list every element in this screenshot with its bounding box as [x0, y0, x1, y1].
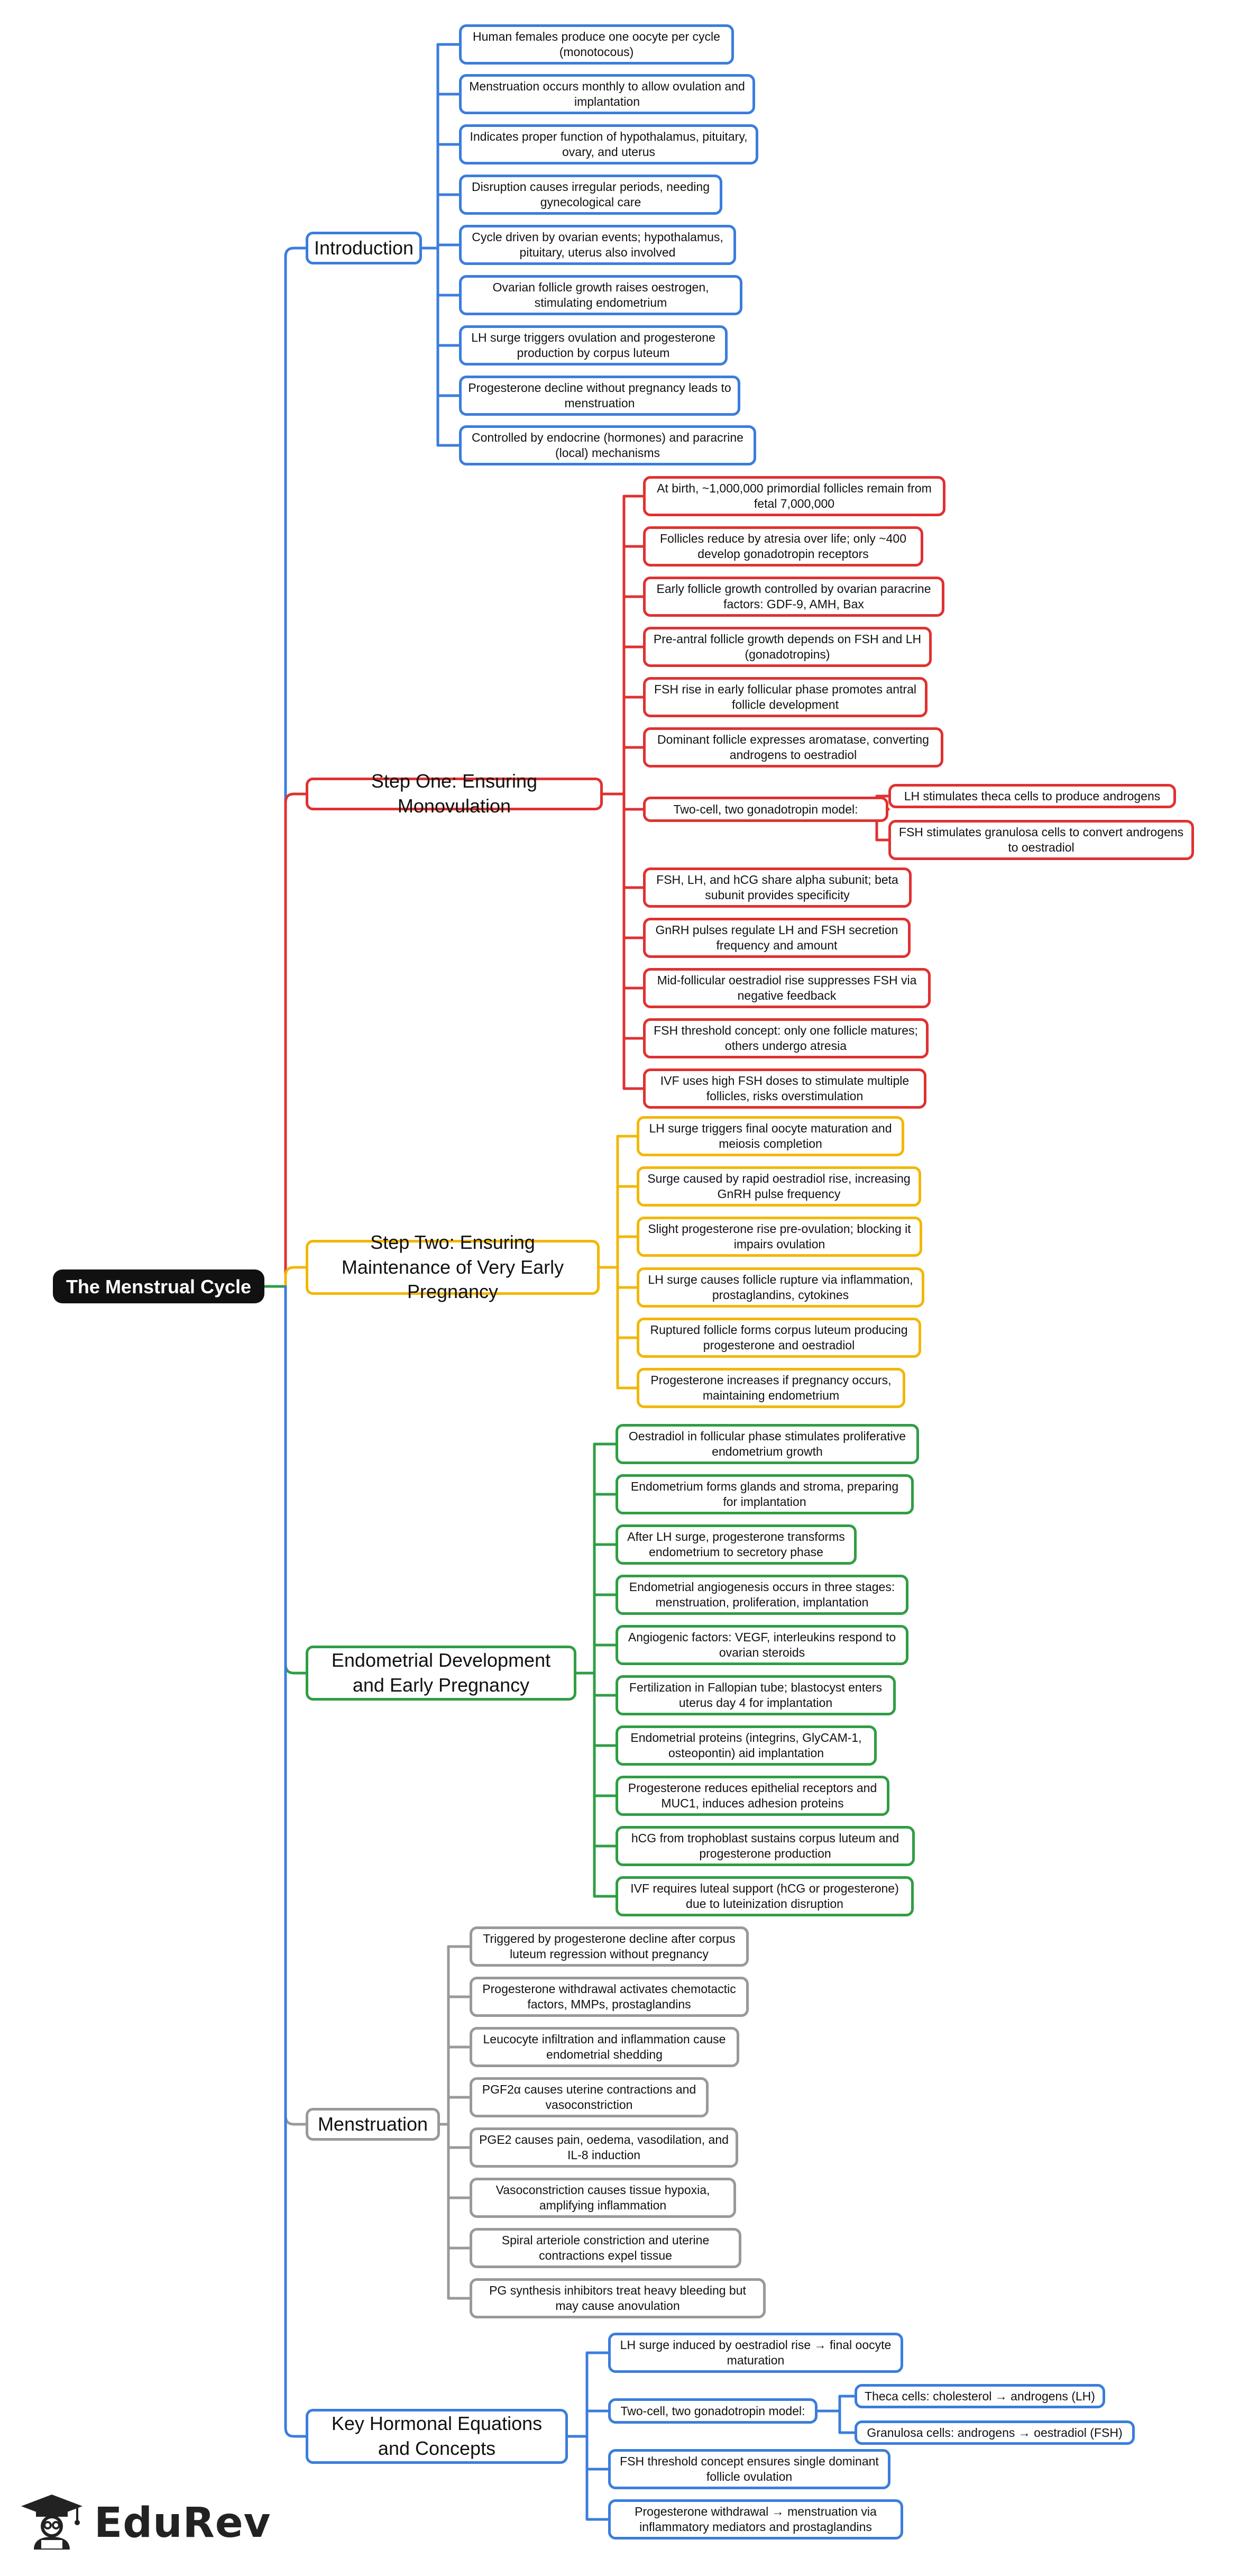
branch-endometrial-item: Endometrial angiogenesis occurs in three… [616, 1575, 908, 1615]
branch-step-two: Step Two: Ensuring Maintenance of Very E… [306, 1231, 600, 1302]
branch-step-one-item: Two-cell, two gonadotropin model: [643, 797, 888, 822]
branch-step-one-subitem: FSH stimulates granulosa cells to conver… [888, 820, 1194, 860]
branch-menstruation-item: PGF2α causes uterine contractions and va… [470, 2077, 709, 2117]
branch-endometrial-item: IVF requires luteal support (hCG or prog… [616, 1876, 914, 1916]
branch-step-one-item: IVF uses high FSH doses to stimulate mul… [643, 1068, 926, 1109]
branch-step-one-item: Mid-follicular oestradiol rise suppresse… [643, 968, 931, 1008]
branch-introduction-item: Ovarian follicle growth raises oestrogen… [459, 275, 742, 315]
branch-menstruation-item: PG synthesis inhibitors treat heavy blee… [470, 2278, 766, 2318]
branch-menstruation-item: Spiral arteriole constriction and uterin… [470, 2228, 741, 2268]
branch-introduction-item: Menstruation occurs monthly to allow ovu… [459, 74, 755, 114]
branch-introduction-item: Disruption causes irregular periods, nee… [459, 175, 722, 215]
branch-step-one-item: At birth, ~1,000,000 primordial follicle… [643, 476, 945, 516]
branch-endometrial-item: Progesterone reduces epithelial receptor… [616, 1776, 889, 1816]
branch-endometrial-item: Oestradiol in follicular phase stimulate… [616, 1424, 919, 1464]
branch-menstruation-item: Leucocyte infiltration and inflammation … [470, 2027, 739, 2067]
branch-introduction-item: Progesterone decline without pregnancy l… [459, 376, 740, 416]
branch-step-one-item: FSH threshold concept: only one follicle… [643, 1018, 929, 1058]
branch-endometrial-item: Endometrium forms glands and stroma, pre… [616, 1474, 914, 1514]
branch-step-one-item: FSH, LH, and hCG share alpha subunit; be… [643, 867, 912, 908]
branch-connector-step-two [284, 1266, 307, 1288]
branch-key-hormonal-item: FSH threshold concept ensures single dom… [608, 2449, 890, 2489]
brand-name: EduRev [94, 2499, 271, 2547]
root-node: The Menstrual Cycle [53, 1269, 264, 1303]
brand-logo: EduRev [20, 2492, 271, 2553]
branch-endometrial-item: After LH surge, progesterone transforms … [616, 1524, 857, 1565]
branch-step-one-item: FSH rise in early follicular phase promo… [643, 677, 928, 717]
branch-step-one: Step One: Ensuring Monovulation [306, 770, 603, 817]
branch-key-hormonal-item: Progesterone withdrawal → menstruation v… [608, 2499, 903, 2540]
branch-key-hormonal-item: Two-cell, two gonadotropin model: [608, 2398, 818, 2424]
branch-menstruation: Menstruation [306, 2108, 440, 2141]
branch-key-hormonal-item: LH surge induced by oestradiol rise → fi… [608, 2333, 903, 2373]
branch-endometrial-item: Fertilization in Fallopian tube; blastoc… [616, 1675, 896, 1715]
branch-menstruation-item: Progesterone withdrawal activates chemot… [470, 1977, 749, 2017]
branch-step-two-item: Progesterone increases if pregnancy occu… [637, 1368, 905, 1408]
branch-connector-key-hormonal [284, 1285, 307, 2438]
branch-connector-introduction [284, 246, 307, 1288]
branch-step-one-item: Dominant follicle expresses aromatase, c… [643, 727, 943, 768]
branch-introduction-item: Controlled by endocrine (hormones) and p… [459, 425, 756, 465]
branch-introduction-item: LH surge triggers ovulation and progeste… [459, 325, 728, 366]
branch-step-two-item: Slight progesterone rise pre-ovulation; … [637, 1217, 922, 1257]
branch-step-two-item: Surge caused by rapid oestradiol rise, i… [637, 1166, 921, 1207]
branch-connector-endometrial [284, 1285, 307, 1675]
branch-step-two-item: LH surge triggers final oocyte maturatio… [637, 1116, 904, 1156]
branch-connector-menstruation [284, 1285, 307, 2126]
branch-menstruation-item: Triggered by progesterone decline after … [470, 1926, 749, 1967]
branch-step-one-item: Early follicle growth controlled by ovar… [643, 577, 944, 617]
branch-menstruation-item: PGE2 causes pain, oedema, vasodilation, … [470, 2127, 738, 2168]
branch-introduction: Introduction [306, 232, 422, 264]
branch-key-hormonal: Key Hormonal Equations and Concepts [306, 2409, 568, 2464]
branch-step-one-item: GnRH pulses regulate LH and FSH secretio… [643, 918, 911, 958]
branch-menstruation-item: Vasoconstriction causes tissue hypoxia, … [470, 2178, 736, 2218]
branch-step-one-item: Pre-antral follicle growth depends on FS… [643, 627, 932, 667]
branch-introduction-item: Indicates proper function of hypothalamu… [459, 124, 758, 165]
branch-introduction-item: Human females produce one oocyte per cyc… [459, 24, 734, 65]
branch-endometrial-item: Angiogenic factors: VEGF, interleukins r… [616, 1625, 908, 1665]
branch-introduction-item: Cycle driven by ovarian events; hypothal… [459, 225, 736, 265]
branch-endometrial-item: Endometrial proteins (integrins, GlyCAM-… [616, 1725, 877, 1766]
branch-key-hormonal-subitem: Theca cells: cholesterol → androgens (LH… [855, 2384, 1105, 2408]
branch-step-one-subitem: LH stimulates theca cells to produce and… [888, 784, 1176, 808]
branch-key-hormonal-subitem: Granulosa cells: androgens → oestradiol … [855, 2420, 1135, 2445]
branch-step-two-item: Ruptured follicle forms corpus luteum pr… [637, 1318, 921, 1358]
branch-step-one-item: Follicles reduce by atresia over life; o… [643, 526, 923, 567]
branch-connector-step-one [284, 792, 307, 1288]
branch-endometrial: Endometrial Development and Early Pregna… [306, 1646, 576, 1701]
graduate-student-icon [20, 2492, 84, 2553]
branch-step-two-item: LH surge causes follicle rupture via inf… [637, 1267, 924, 1308]
branch-endometrial-item: hCG from trophoblast sustains corpus lut… [616, 1826, 915, 1866]
